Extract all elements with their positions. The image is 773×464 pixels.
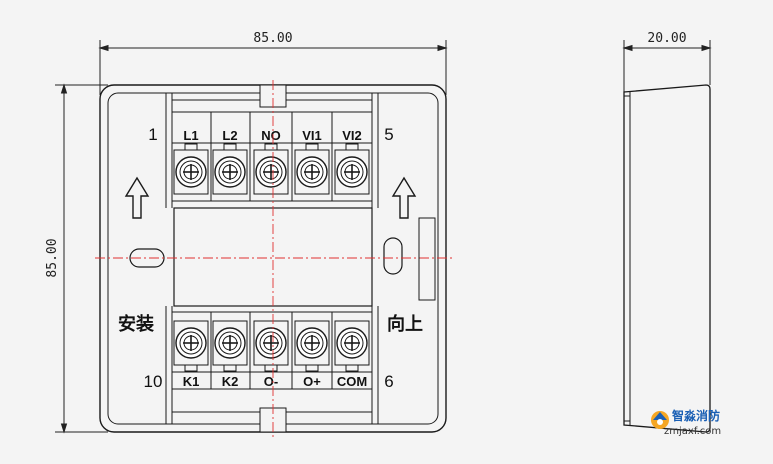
upward-label: 向上 <box>387 313 423 335</box>
pin-number: 1 <box>148 125 157 144</box>
mounting-slot-right <box>383 237 403 275</box>
terminal-label: COM <box>337 374 367 389</box>
screw-icon <box>334 143 370 195</box>
terminal-label: K2 <box>222 374 239 389</box>
center-lines <box>95 80 452 440</box>
side-depth-dimension <box>622 40 712 95</box>
front-height-label: 85.00 <box>45 238 60 277</box>
screw-icon <box>173 320 209 372</box>
screw-icon <box>173 143 209 195</box>
up-arrow-icon <box>124 176 150 219</box>
screw-terminals <box>173 143 370 372</box>
terminal-label: VI2 <box>342 128 362 143</box>
up-arrow-icon <box>391 176 417 219</box>
terminal-label: L1 <box>183 128 198 143</box>
screw-icon <box>212 143 248 195</box>
brand-url: zmjaxf.com <box>664 426 721 437</box>
front-width-dimension <box>98 40 448 95</box>
install-label: 安装 <box>118 313 154 335</box>
side-view <box>418 84 711 433</box>
brand-name: 智淼消防 <box>671 408 720 423</box>
bottom-terminal-labels: K1 K2 O- O+ COM <box>183 374 367 389</box>
side-depth-label: 20.00 <box>647 31 686 46</box>
pin-number: 5 <box>384 125 393 144</box>
terminal-label: O+ <box>303 374 321 389</box>
screw-icon <box>334 320 370 372</box>
front-height-dimension <box>55 83 108 434</box>
front-width-label: 85.00 <box>253 31 292 46</box>
screw-icon <box>253 143 289 195</box>
pin-number: 10 <box>144 372 163 391</box>
terminal-label: NO <box>261 128 281 143</box>
terminal-label: VI1 <box>302 128 322 143</box>
screw-icon <box>253 320 289 372</box>
terminal-label: O- <box>264 374 278 389</box>
top-terminal-labels: L1 L2 NO VI1 VI2 <box>183 128 361 143</box>
watermark: 智淼消防 zmjaxf.com <box>651 408 721 437</box>
terminal-label: K1 <box>183 374 200 389</box>
brand-logo-icon <box>651 411 669 429</box>
screw-icon <box>294 143 330 195</box>
terminal-label: L2 <box>222 128 237 143</box>
screw-icon <box>294 320 330 372</box>
pin-number: 6 <box>384 372 393 391</box>
screw-icon <box>212 320 248 372</box>
